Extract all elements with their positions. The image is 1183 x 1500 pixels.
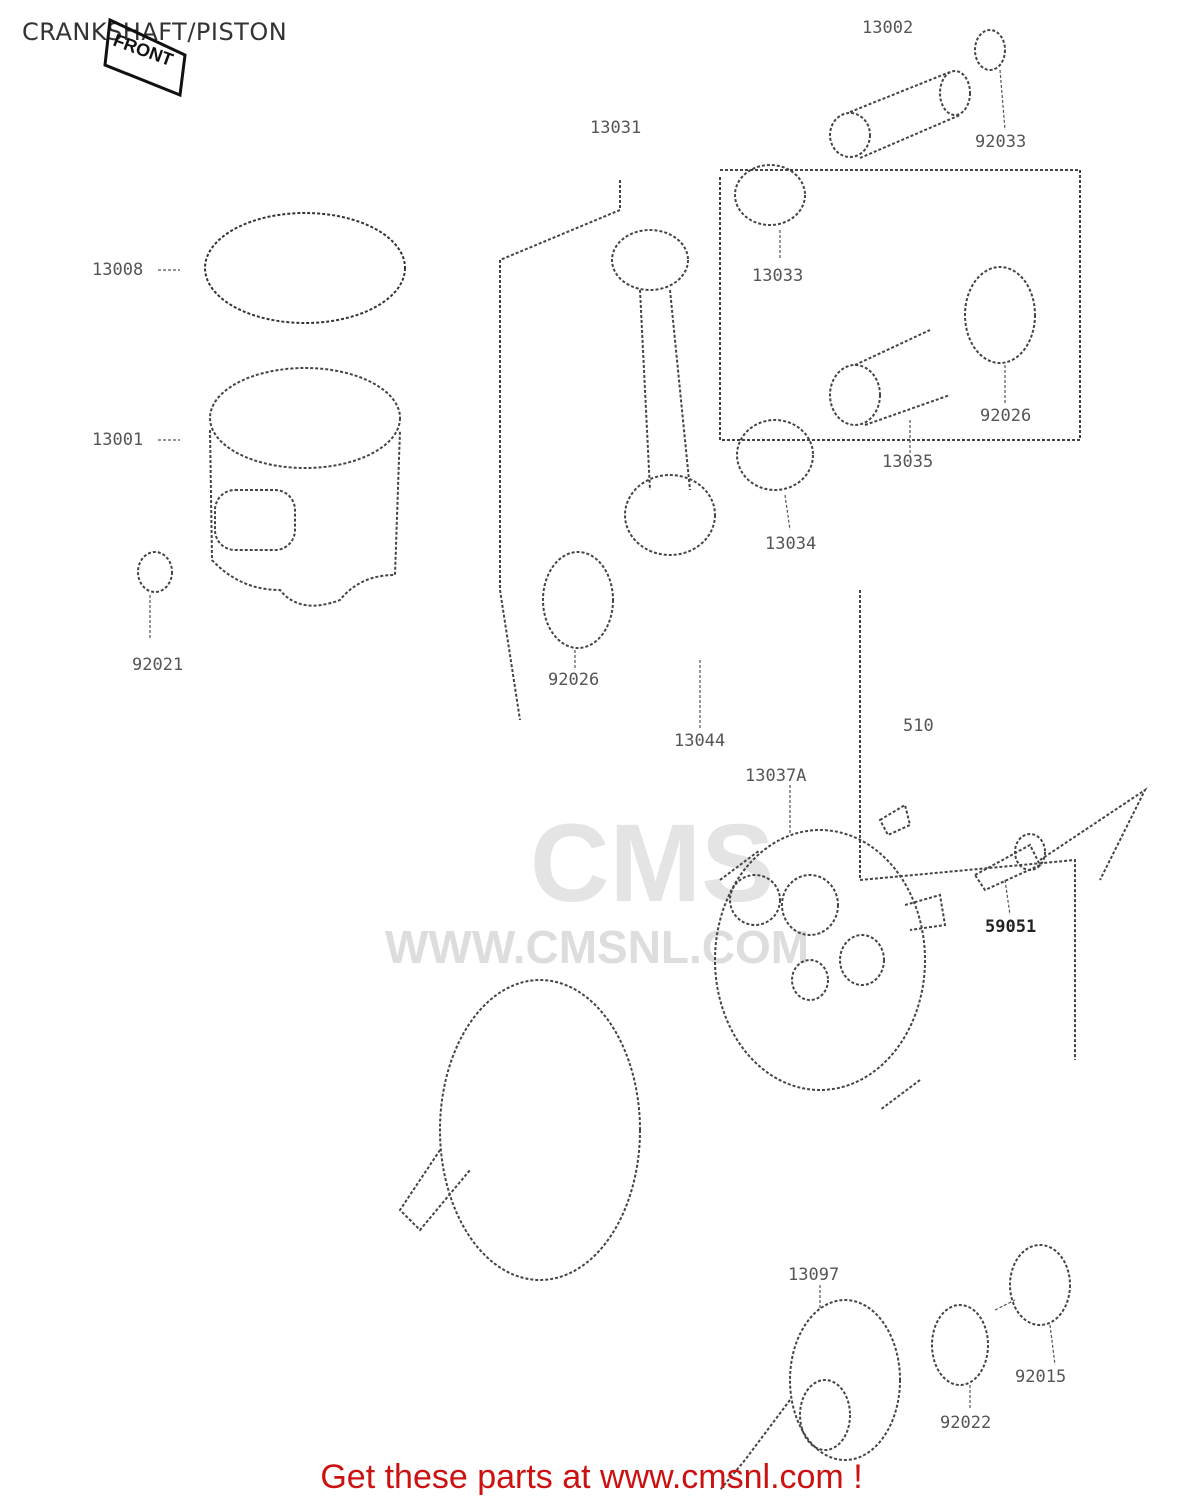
pin-circlip-icon [974,29,1006,71]
pinion-gear-icon [973,833,1046,892]
piston-ring-icon [204,212,406,324]
part-label-92015[interactable]: 92015 [1015,1367,1067,1387]
big-end-bearing-icon [736,419,814,491]
watermark-brand: CMS [530,802,775,925]
part-label-92021[interactable]: 92021 [132,655,184,675]
watermark-url: WWW.CMSNL.COM [385,921,810,973]
piston-pin-icon [829,70,971,159]
part-label-92033[interactable]: 92033 [975,132,1027,152]
crank-web-right-icon [714,829,926,1111]
part-label-13031[interactable]: 13031 [590,118,642,138]
small-end-bearing-icon [734,164,806,226]
part-label-510[interactable]: 510 [903,716,934,736]
crank-web-left-icon [398,979,641,1281]
part-label-13044[interactable]: 13044 [674,731,726,751]
part-label-13097[interactable]: 13097 [788,1265,840,1285]
gear-washer-icon [931,1304,989,1386]
part-label-59051[interactable]: 59051 [985,917,1037,937]
part-label-92022[interactable]: 92022 [940,1413,992,1433]
part-label-13001[interactable]: 13001 [92,430,144,450]
piston-icon [209,367,401,607]
part-label-13037A[interactable]: 13037A [745,766,807,786]
gear-nut-icon [1009,1244,1071,1326]
part-label-13034[interactable]: 13034 [765,534,817,554]
footer-link-text[interactable]: Get these parts at www.cmsnl.com ! [320,1458,863,1496]
part-label-13033[interactable]: 13033 [752,266,804,286]
part-label-13008[interactable]: 13008 [92,260,144,280]
primary-gear-icon [789,1299,901,1461]
thrust-washer-icon [964,266,1036,364]
connecting-rod-icon [611,229,716,556]
part-label-13002[interactable]: 13002 [862,18,914,38]
thrust-washer-lower-icon [542,551,614,649]
piston-circlip-icon [137,551,173,593]
part-label-13035[interactable]: 13035 [882,452,934,472]
part-label-92026-upper[interactable]: 92026 [980,406,1032,426]
part-label-92026-lower[interactable]: 92026 [548,670,600,690]
crank-pin-icon [829,329,951,426]
front-tag-icon [103,17,187,98]
crankshaft-stub-icon [904,893,947,931]
woodruff-key-icon [878,803,912,837]
